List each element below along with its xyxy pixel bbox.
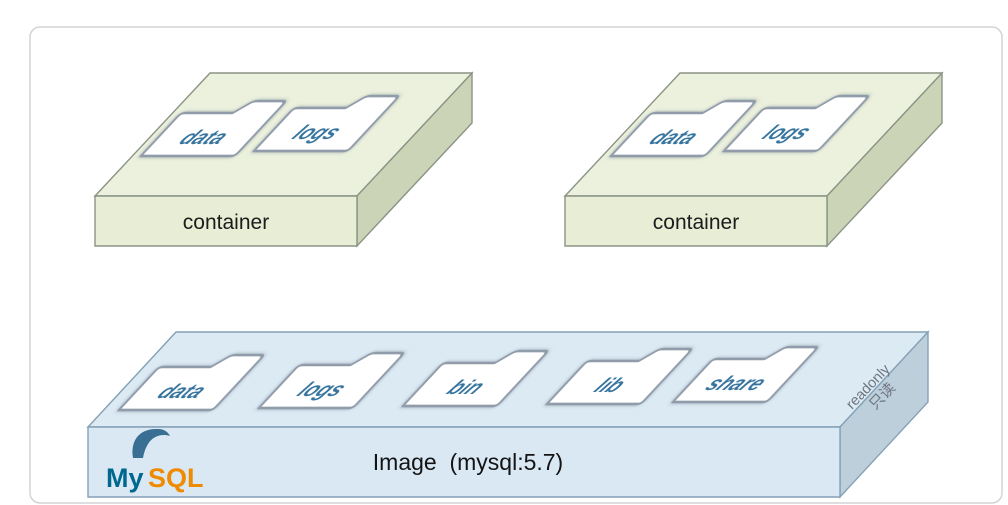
folder-icon-logs: logs (722, 94, 870, 153)
folder-icon-data: data (139, 99, 287, 158)
folder-shape (117, 353, 265, 412)
mysql-dolphin-icon (132, 428, 170, 458)
page-border (29, 26, 1003, 504)
container-box-1: container data logs (93, 71, 474, 248)
container-box-2: container data logs (563, 71, 944, 248)
folder-shape (671, 345, 819, 404)
folder-shape (401, 349, 549, 408)
folder-icon-share: share (671, 345, 819, 404)
folder-shape (252, 94, 400, 153)
image-box: data logs bin lib share My SQL Image (my… (86, 330, 930, 499)
folder-icon-bin: bin (401, 349, 549, 408)
folder-shape (609, 99, 757, 158)
folder-shape (545, 347, 693, 406)
container-1-front-face (94, 195, 358, 247)
mysql-logo-sql: SQL (148, 463, 204, 493)
folder-icon-data: data (609, 99, 757, 158)
folder-label: share (699, 372, 773, 395)
folder-icon-lib: lib (545, 347, 693, 406)
folder-icon-data: data (117, 353, 265, 412)
container-2-front-face (564, 195, 828, 247)
folder-icon-logs: logs (252, 94, 400, 153)
mysql-logo-my: My (106, 463, 144, 493)
image-label: Image (mysql:5.7) (373, 449, 563, 475)
mysql-logo: My SQL (106, 428, 204, 493)
image-front-face (87, 426, 841, 498)
folder-icon-logs: logs (257, 351, 405, 410)
folder-shape (139, 99, 287, 158)
folder-shape (722, 94, 870, 153)
container-1-label: container (183, 211, 269, 234)
folder-shape (257, 351, 405, 410)
container-2-label: container (653, 211, 739, 234)
